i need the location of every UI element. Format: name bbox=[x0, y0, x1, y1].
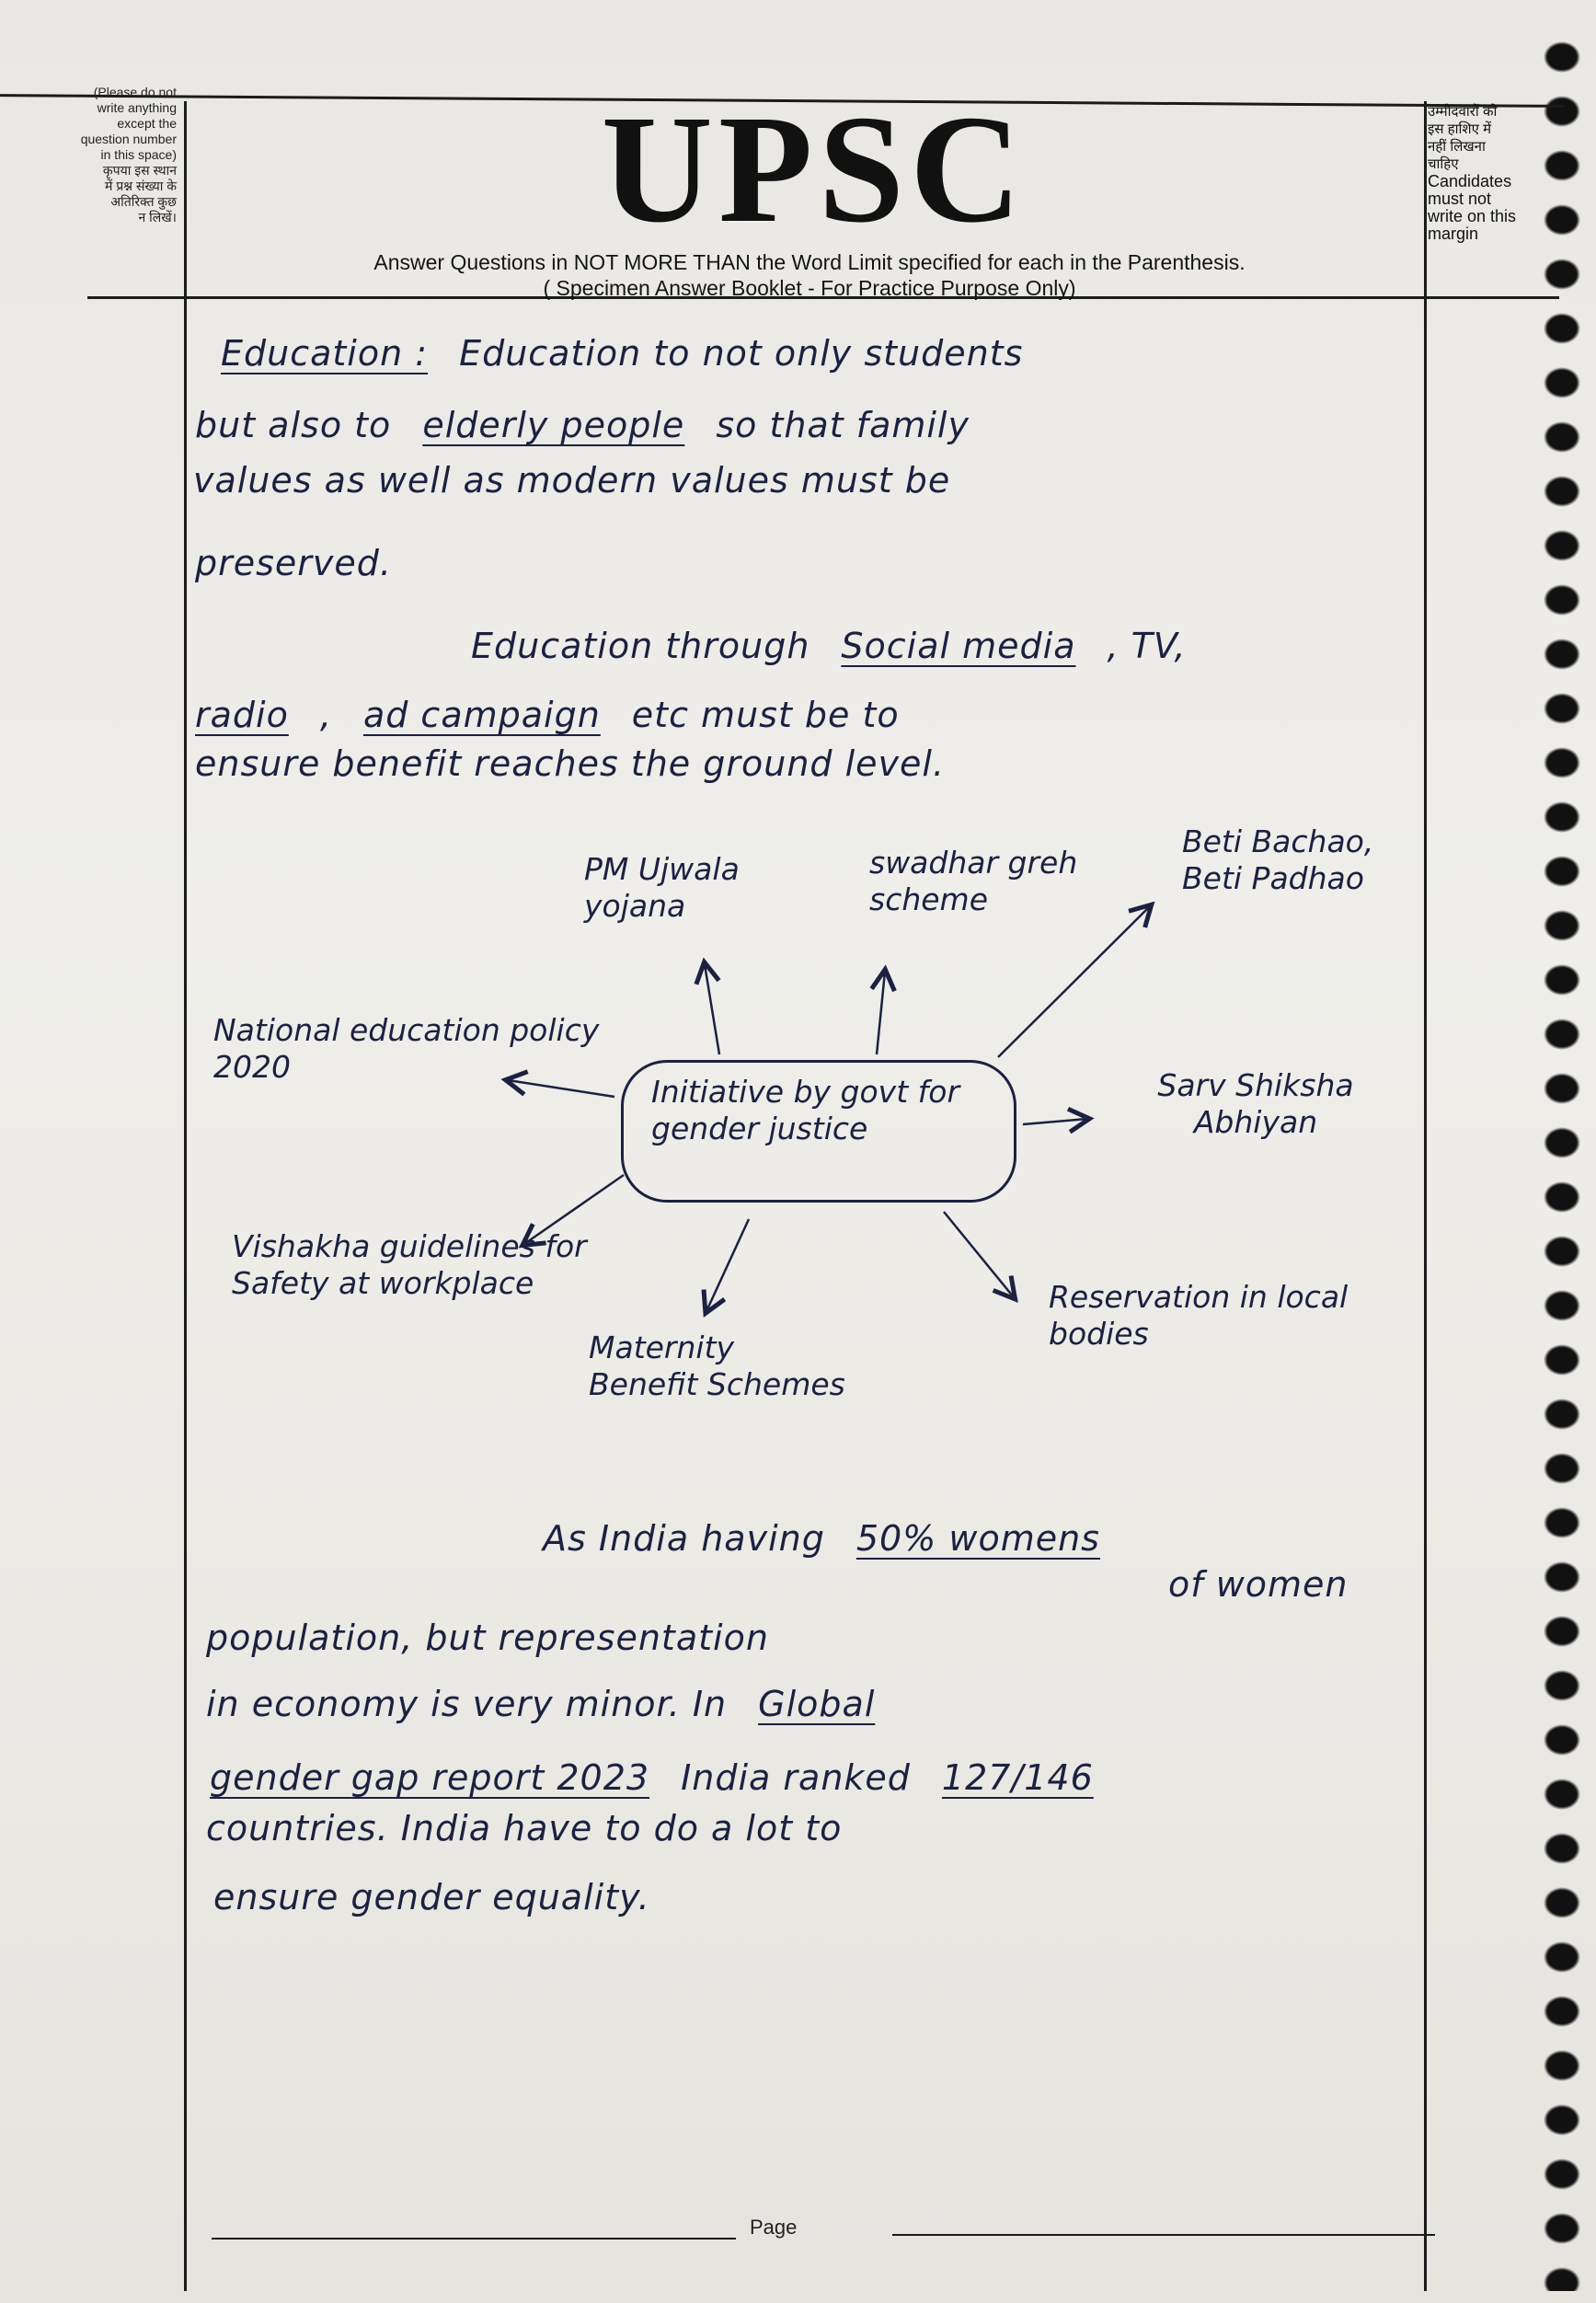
text-segment: radio bbox=[195, 695, 289, 735]
arrow bbox=[508, 1080, 615, 1099]
note-line: नहीं लिखना bbox=[1428, 139, 1486, 155]
text-segment: gender gap report 2023 bbox=[210, 1757, 650, 1798]
arrow bbox=[1022, 1119, 1087, 1124]
text-segment: elderly people bbox=[422, 405, 685, 445]
note-line: write anything bbox=[97, 100, 177, 115]
note-line: में प्रश्न संख्या के bbox=[104, 178, 177, 193]
text-segment: Global bbox=[758, 1684, 876, 1724]
left-margin-note: (Please do not write anything except the… bbox=[48, 85, 177, 225]
text-segment: , bbox=[319, 695, 332, 735]
footer-rule-left bbox=[212, 2238, 736, 2240]
diagram-center-node: Initiative by govt for gender justice bbox=[621, 1060, 1016, 1203]
note-line: चाहिए bbox=[1428, 156, 1459, 172]
handwritten-line: but also to elderly people so that family bbox=[195, 405, 1001, 445]
handwritten-line: Education : Education to not only student… bbox=[221, 333, 1054, 374]
booklet-subtitle: ( Specimen Answer Booklet - For Practice… bbox=[543, 276, 1076, 300]
arrow bbox=[997, 906, 1150, 1058]
note-line: इस हाशिए में bbox=[1428, 121, 1492, 137]
text-segment: of women bbox=[1168, 1564, 1349, 1605]
arrow bbox=[706, 1218, 751, 1311]
handwritten-line: of women bbox=[1168, 1564, 1380, 1605]
handwritten-line: values as well as modern values must be bbox=[193, 460, 982, 501]
text-segment: Education through bbox=[471, 626, 810, 666]
arrow bbox=[877, 972, 885, 1055]
handwritten-line: Education through Social media , TV, bbox=[471, 626, 1218, 666]
right-margin-note: उम्मीदवारों को इस हाशिए में नहीं लिखना च… bbox=[1428, 103, 1538, 243]
node-beti-bachao: Beti Bachao, Beti Padhao bbox=[1182, 823, 1374, 896]
page-number-label: Page bbox=[750, 2216, 798, 2239]
text-segment: 127/146 bbox=[941, 1757, 1094, 1798]
booklet-title: UPSC bbox=[601, 84, 1028, 255]
text-segment: ensure benefit reaches the ground level. bbox=[195, 743, 946, 784]
handwritten-line: ensure benefit reaches the ground level. bbox=[195, 743, 976, 784]
text-segment: Education to not only students bbox=[459, 333, 1024, 374]
arrow bbox=[705, 964, 719, 1055]
note-line: must not bbox=[1428, 190, 1492, 208]
node-maternity-benefit: Maternity Benefit Schemes bbox=[589, 1330, 845, 1402]
note-line: (Please do not bbox=[93, 85, 177, 99]
handwritten-line: gender gap report 2023 India ranked 127/14… bbox=[210, 1757, 1125, 1798]
text-segment: etc must be to bbox=[631, 695, 900, 735]
handwritten-line: radio, ad campaign etc must be to bbox=[195, 695, 931, 735]
text-segment: ensure gender equality. bbox=[213, 1877, 650, 1917]
text-segment: values as well as modern values must be bbox=[193, 460, 951, 501]
handwritten-line: As India having 50% womens bbox=[543, 1518, 1131, 1559]
note-line: question number bbox=[80, 132, 177, 146]
handwritten-line: countries. India have to do a lot to bbox=[206, 1808, 873, 1848]
node-swadhar-greh: swadhar greh scheme bbox=[869, 845, 1078, 917]
node-pm-ujjwala: PM Ujwala yojana bbox=[584, 851, 740, 924]
node-vishakha: Vishakha guidelines for Safety at workpl… bbox=[232, 1228, 587, 1301]
note-line: न लिखें। bbox=[138, 210, 177, 225]
handwritten-line: ensure gender equality. bbox=[213, 1877, 682, 1917]
text-segment: preserved. bbox=[195, 543, 392, 583]
arrow bbox=[524, 1173, 625, 1244]
note-line: in this space) bbox=[100, 147, 177, 162]
arrow bbox=[943, 1211, 1014, 1297]
text-segment: but also to bbox=[195, 405, 392, 445]
text-segment: ad campaign bbox=[362, 695, 601, 735]
node-nep-2020: National education policy 2020 bbox=[213, 1012, 600, 1085]
footer-rule-right bbox=[892, 2234, 1435, 2236]
text-segment: As India having bbox=[543, 1518, 825, 1559]
node-reservation: Reservation in local bodies bbox=[1049, 1279, 1349, 1352]
note-line: उम्मीदवारों को bbox=[1428, 104, 1498, 120]
instruction-text: Answer Questions in NOT MORE THAN the Wo… bbox=[373, 250, 1246, 274]
spiral-binding bbox=[1536, 37, 1596, 2291]
text-segment: so that family bbox=[716, 405, 970, 445]
text-segment: Education : bbox=[221, 333, 429, 374]
handwritten-line: population, but representation bbox=[206, 1618, 800, 1658]
handwritten-line: preserved. bbox=[195, 543, 423, 583]
handwritten-line: in economy is very minor. In Global bbox=[206, 1684, 906, 1724]
header-bottom-rule bbox=[87, 296, 1559, 299]
note-line: Candidates bbox=[1428, 172, 1512, 190]
note-line: margin bbox=[1428, 225, 1479, 243]
text-segment: in economy is very minor. In bbox=[206, 1684, 728, 1724]
text-segment: 50% womens bbox=[855, 1518, 1100, 1559]
note-line: अतिरिक्त कुछ bbox=[110, 194, 177, 209]
text-segment: India ranked bbox=[681, 1757, 911, 1798]
text-segment: , TV, bbox=[1107, 626, 1187, 666]
text-segment: population, but representation bbox=[206, 1618, 769, 1658]
node-sarv-shiksha: Sarv Shiksha Abhiyan bbox=[1157, 1067, 1354, 1140]
note-line: कृपया इस स्थान bbox=[102, 163, 177, 178]
note-line: write on this bbox=[1428, 207, 1517, 225]
left-margin-line bbox=[184, 101, 187, 2291]
text-segment: countries. India have to do a lot to bbox=[206, 1808, 843, 1848]
right-margin-line bbox=[1424, 101, 1427, 2291]
text-segment: Social media bbox=[841, 626, 1076, 666]
note-line: except the bbox=[117, 116, 177, 131]
